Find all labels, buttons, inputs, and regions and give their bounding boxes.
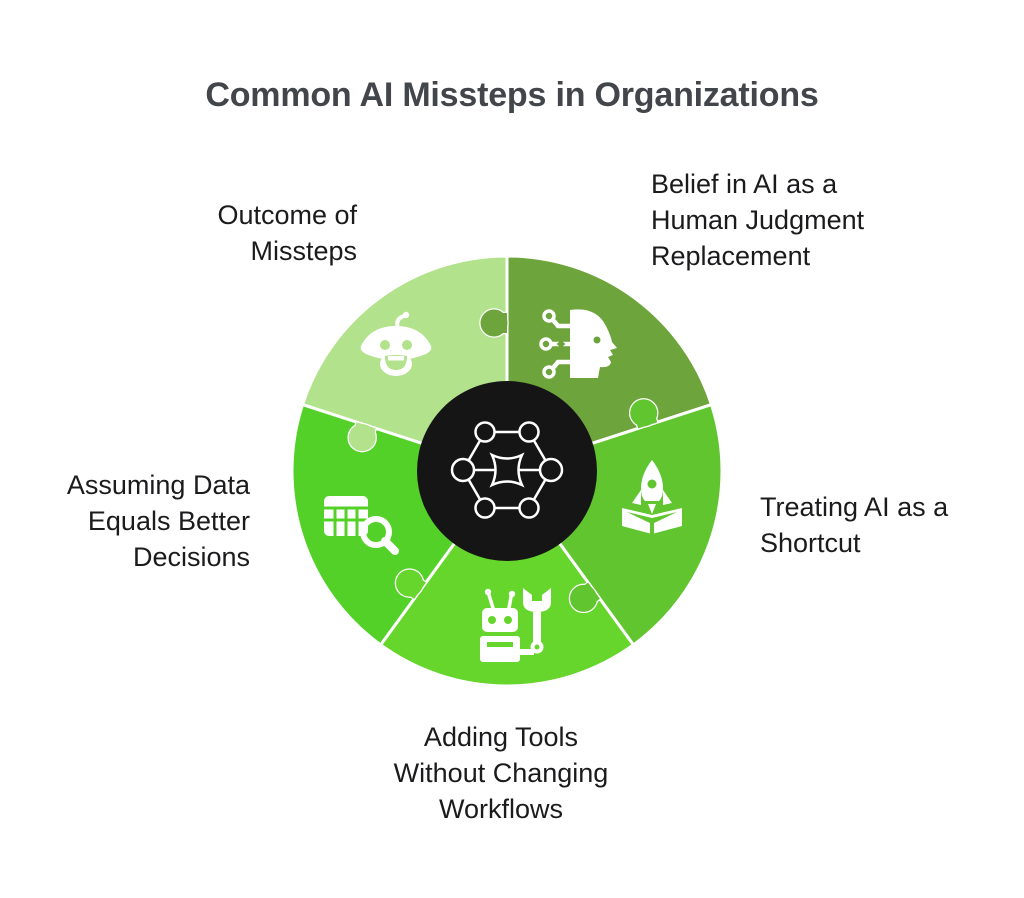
label-line: Outcome of bbox=[217, 200, 357, 230]
baby-eye bbox=[380, 340, 390, 350]
label-line: Shortcut bbox=[760, 528, 861, 558]
label-line: Decisions bbox=[132, 542, 250, 572]
label-treating-ai-shortcut: Treating AI as a Shortcut bbox=[760, 489, 948, 561]
label-line: Missteps bbox=[250, 236, 357, 266]
robot-eye bbox=[488, 616, 496, 624]
label-assuming-data: Assuming Data Equals Better Decisions bbox=[67, 467, 250, 575]
magnifier-lens bbox=[360, 516, 392, 548]
label-line: Adding Tools bbox=[423, 722, 579, 752]
network-nodes bbox=[450, 421, 564, 519]
label-line: Equals Better bbox=[87, 506, 250, 536]
label-line: Belief in AI as a bbox=[651, 169, 838, 199]
robot-head bbox=[482, 608, 518, 632]
wrench-head bbox=[523, 588, 551, 612]
page-title: Common AI Missteps in Organizations bbox=[205, 76, 819, 114]
label-line: Without Changing bbox=[393, 758, 609, 788]
rocket-window bbox=[647, 479, 657, 489]
label-line: Human Judgment bbox=[651, 205, 865, 235]
label-line: Replacement bbox=[651, 241, 811, 271]
network-center-squircle bbox=[489, 452, 525, 488]
baby-face-icon bbox=[360, 311, 432, 376]
robot-body bbox=[480, 636, 520, 662]
rocket-launch-box-icon bbox=[622, 460, 682, 534]
magnifier-handle bbox=[381, 537, 399, 555]
ai-head-eye bbox=[593, 336, 601, 344]
label-line: Assuming Data bbox=[66, 470, 250, 500]
baby-eye bbox=[402, 340, 412, 350]
label-adding-tools: Adding Tools Without Changing Workflows bbox=[394, 719, 609, 827]
label-line: Workflows bbox=[438, 794, 564, 824]
ai-head-circuit-icon bbox=[539, 309, 617, 379]
label-outcome-of-missteps: Outcome of Missteps bbox=[217, 197, 357, 269]
label-line: Treating AI as a bbox=[760, 492, 949, 522]
data-table-magnifier-icon bbox=[324, 496, 399, 555]
network-nodes-icon bbox=[450, 421, 564, 519]
label-belief-in-ai: Belief in AI as a Human Judgment Replace… bbox=[651, 166, 864, 274]
segment-tools bbox=[379, 469, 635, 688]
robot-eye bbox=[504, 616, 512, 624]
robot-wrench-icon bbox=[480, 588, 551, 662]
